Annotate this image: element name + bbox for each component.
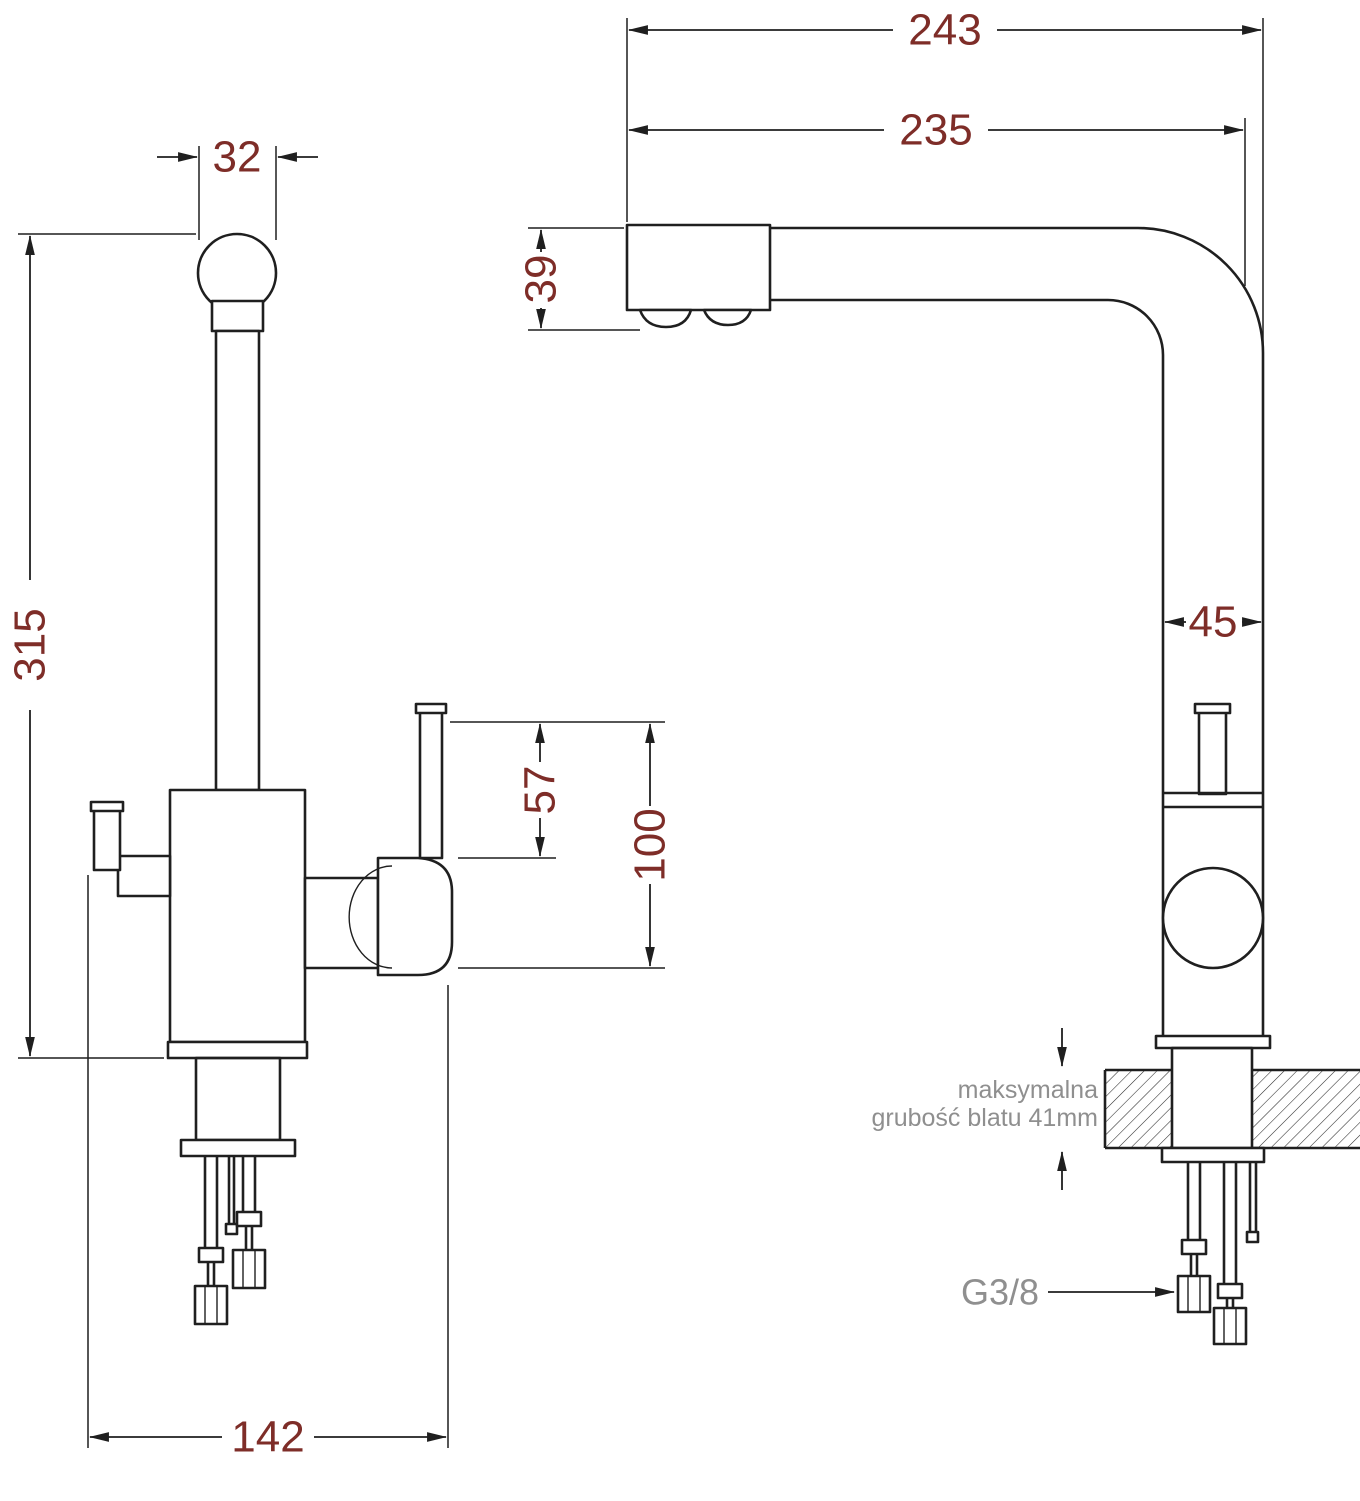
dimension-value-39: 39	[517, 255, 566, 304]
mixer-lever-cap	[414, 702, 448, 715]
hex-fitting	[1212, 1306, 1248, 1346]
dimension-total-height: 315	[6, 233, 196, 1059]
locknut-flange-side	[1160, 1146, 1266, 1164]
aerator-nozzle	[702, 308, 753, 327]
mixer-lever-side	[1197, 710, 1228, 796]
countertop-note-line2: grubość blatu 41mm	[871, 1104, 1098, 1132]
body-joint-circle	[1161, 866, 1265, 970]
dimension-spout-reach: 235	[628, 106, 1246, 286]
mounting-stud-left	[224, 1156, 239, 1236]
faucet-riser-column	[214, 329, 261, 792]
spout-pipe-outer	[770, 226, 1265, 1036]
faucet-body	[168, 788, 307, 1044]
supply-hose-left-b	[231, 1156, 267, 1290]
countertop-hatch	[1253, 1071, 1360, 1147]
dimension-value-235: 235	[899, 106, 972, 155]
supply-hose-left-a	[193, 1156, 229, 1326]
filter-lever-connector	[116, 854, 172, 898]
locknut-flange	[179, 1138, 297, 1158]
mixer-handle-body-arc	[348, 865, 393, 969]
mixer-connector	[303, 876, 380, 970]
filter-lever	[92, 808, 122, 872]
faucet-head-aerator	[210, 299, 265, 333]
thread-size-label: G3/8	[961, 1272, 1039, 1313]
spout-pipe-inner	[770, 298, 1165, 1036]
mixer-lever-cap-side	[1193, 702, 1232, 715]
front-view	[89, 232, 454, 1326]
dimension-value-315: 315	[6, 608, 55, 681]
mixer-lever	[418, 710, 444, 860]
dimension-value-32: 32	[213, 133, 262, 182]
dimension-lever-height: 57	[450, 721, 665, 859]
dimension-head-diameter: 32	[157, 133, 318, 240]
base-flange-side	[1154, 1034, 1272, 1050]
supply-hose-right-a	[1176, 1162, 1212, 1314]
supply-hose-right-b	[1212, 1162, 1248, 1346]
dimension-value-142: 142	[231, 1413, 304, 1462]
threaded-shank-side	[1170, 1046, 1254, 1150]
dimension-value-57: 57	[516, 766, 565, 815]
thread-size-callout: G3/8	[961, 1272, 1175, 1313]
hex-fitting	[1176, 1274, 1212, 1314]
countertop-thickness-note: maksymalna grubość blatu 41mm	[871, 1028, 1098, 1190]
countertop-note-line1: maksymalna	[958, 1076, 1098, 1104]
hex-fitting	[231, 1248, 267, 1290]
aerator-nozzle	[638, 308, 693, 329]
filter-lever-cap	[89, 800, 125, 813]
dimension-base-span: 142	[87, 875, 449, 1462]
countertop-hatch	[1106, 1071, 1171, 1147]
hex-fitting	[193, 1284, 229, 1326]
dimension-value-45: 45	[1189, 598, 1238, 647]
base-flange	[166, 1040, 309, 1060]
dimension-body-width: 45	[1164, 598, 1262, 647]
dimension-overall-reach: 243	[626, 6, 1264, 350]
dimension-handle-assembly-height: 100	[458, 723, 675, 969]
threaded-shank	[194, 1056, 282, 1142]
mixer-handle-body	[376, 856, 454, 977]
dimension-spout-head-height: 39	[517, 227, 640, 331]
dimension-value-243: 243	[908, 6, 981, 55]
side-view	[625, 223, 1360, 1346]
dimension-value-100: 100	[626, 808, 675, 881]
mounting-stud-right	[1245, 1162, 1260, 1244]
spout-head	[625, 223, 772, 312]
